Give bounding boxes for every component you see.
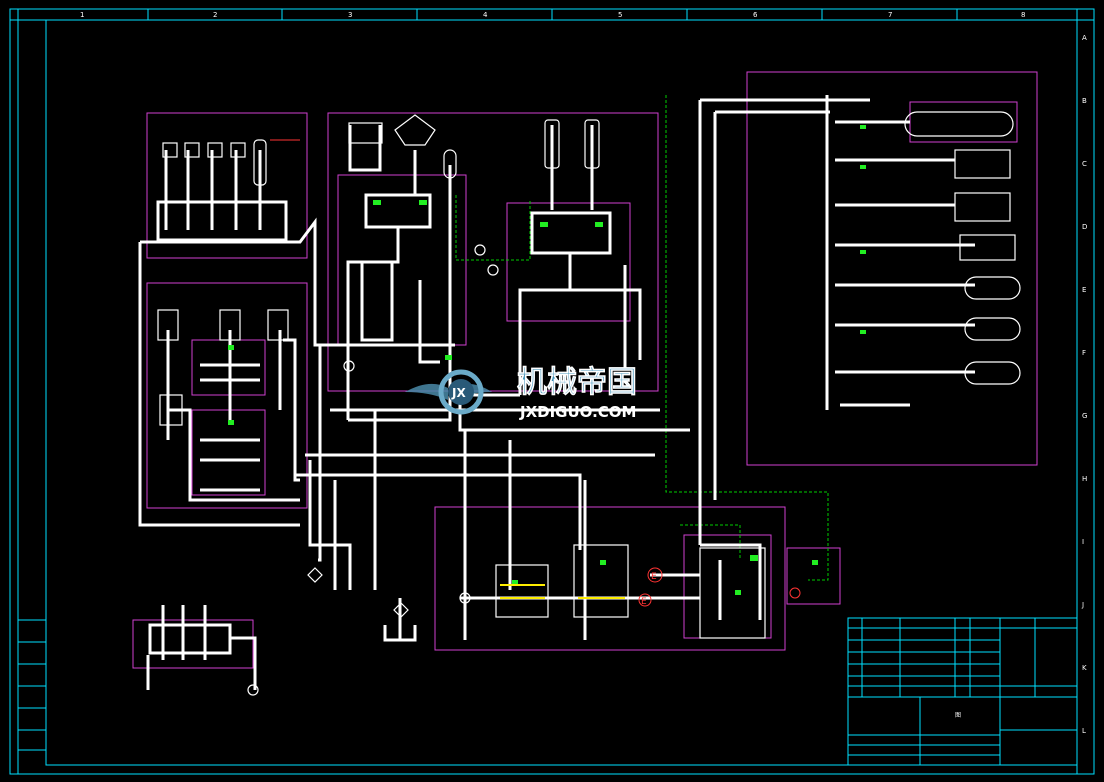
yellow-accents bbox=[500, 584, 625, 599]
zone-label-1: 1 bbox=[80, 11, 84, 19]
watermark-subtitle: JXDIGUO.COM bbox=[519, 403, 636, 421]
zone-label-K: K bbox=[1082, 664, 1087, 672]
zone-label-F: F bbox=[1082, 349, 1086, 357]
watermark-logo-letters: JX bbox=[451, 386, 466, 400]
zone-label-2: 2 bbox=[213, 11, 217, 19]
zone-label-B: B bbox=[1082, 97, 1087, 105]
zone-label-H: H bbox=[1082, 475, 1087, 483]
box-top-left-valves bbox=[146, 112, 308, 259]
zone-label-5: 5 bbox=[618, 11, 622, 19]
box-center-inner-a bbox=[337, 174, 467, 346]
green-accents bbox=[228, 125, 866, 595]
main-pipe-network bbox=[138, 95, 975, 690]
zone-label-A: A bbox=[1082, 34, 1087, 42]
zone-labels-side: A B C D E F G H I J K L bbox=[1081, 34, 1087, 735]
title-block-symbol: 图 bbox=[955, 712, 961, 719]
title-block bbox=[847, 617, 1078, 766]
zone-label-E: E bbox=[1082, 286, 1086, 294]
magenta-group-boxes bbox=[132, 71, 1038, 669]
port-marker-e-upper: E bbox=[651, 572, 657, 582]
zone-label-G: G bbox=[1082, 412, 1087, 420]
watermark-logo: JX bbox=[405, 369, 492, 415]
zone-label-J: J bbox=[1081, 601, 1084, 609]
zone-label-D: D bbox=[1082, 223, 1087, 231]
box-center-valve-bank bbox=[327, 112, 659, 392]
zone-ticks-top bbox=[147, 9, 958, 20]
zone-label-6: 6 bbox=[753, 11, 758, 19]
watermark-title: 机械帝国 bbox=[517, 365, 637, 400]
zone-label-3: 3 bbox=[348, 11, 352, 19]
box-lower-pump-station bbox=[434, 506, 786, 651]
zone-label-4: 4 bbox=[483, 11, 488, 19]
zone-label-I: I bbox=[1082, 538, 1084, 546]
box-bottom-left bbox=[132, 619, 254, 669]
zone-label-L: L bbox=[1082, 727, 1086, 735]
zone-label-7: 7 bbox=[888, 11, 892, 19]
box-center-inner-b bbox=[506, 202, 631, 322]
box-mid-left-valves bbox=[146, 282, 308, 509]
box-lower-small bbox=[786, 547, 841, 605]
red-accents bbox=[270, 139, 801, 607]
zone-label-8: 8 bbox=[1021, 11, 1025, 19]
zone-labels-top: 1 2 3 4 5 6 7 8 bbox=[80, 11, 1025, 19]
box-lower-pilot bbox=[683, 534, 772, 639]
zone-label-C: C bbox=[1082, 160, 1087, 168]
thin-pipe-network bbox=[157, 111, 1021, 696]
box-right-actuators bbox=[746, 71, 1038, 466]
left-revision-strip bbox=[17, 619, 47, 751]
port-marker-e-lower: E bbox=[641, 597, 647, 607]
